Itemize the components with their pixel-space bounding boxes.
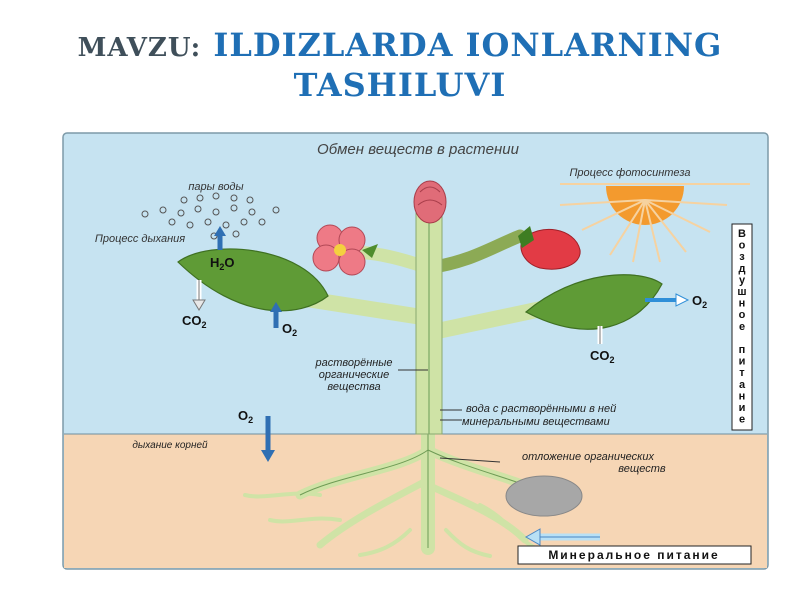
air-nutrition-letter: т — [739, 367, 745, 379]
h2o-label: H2O — [210, 255, 235, 272]
water-vapor-bubbles — [141, 192, 280, 240]
organic-label-3: вещества — [327, 381, 380, 393]
air-nutrition-letter: В — [738, 228, 746, 240]
water-minerals-label-1: вода с растворёнными в ней — [466, 403, 616, 415]
mineral-nutrition-box — [517, 545, 752, 565]
air-nutrition-box — [731, 223, 753, 431]
root-respiration-label: дыхание корней — [132, 440, 208, 451]
deposit-label-2: веществ — [618, 463, 666, 475]
o2-left-label: O2 — [282, 321, 297, 338]
title-prefix: MAVZU: — [77, 33, 202, 63]
strawberry-icon — [518, 226, 581, 270]
air-nutrition-letter: а — [739, 379, 746, 391]
air-nutrition-letter: у — [739, 274, 746, 286]
slide-title-line1: MAVZU: ILDIZLARDA IONLARNING — [0, 26, 800, 64]
photosynthesis-label: Процесс фотосинтеза — [569, 167, 690, 179]
water-vapor-label: пары воды — [188, 181, 243, 193]
air-nutrition-letter: н — [739, 298, 746, 310]
bud-icon — [413, 180, 447, 224]
co2-left-label: CO2 — [182, 313, 207, 330]
air-nutrition-letter: о — [739, 240, 746, 252]
air-nutrition-letter: о — [739, 309, 746, 321]
air-nutrition-letter: е — [739, 321, 745, 333]
organic-deposit — [505, 475, 583, 517]
slide-title-line2: TASHILUVI — [0, 66, 800, 104]
air-nutrition-letter: е — [739, 414, 745, 426]
diagram-heading: Обмен веществ в растении — [317, 141, 520, 158]
o2-right-label: O2 — [692, 293, 707, 310]
air-nutrition-letter: н — [739, 390, 746, 402]
o2-soil-label: O2 — [238, 408, 253, 425]
co2-right-label: CO2 — [590, 348, 615, 365]
organic-label-2: органические — [319, 369, 389, 381]
air-nutrition-letter: и — [739, 402, 746, 414]
sun-icon — [559, 183, 750, 263]
arrows — [192, 226, 690, 546]
mineral-nutrition-label: Минеральное питание — [548, 548, 719, 562]
water-minerals-label-2: минеральными веществами — [462, 416, 610, 428]
title-text-2: TASHILUVI — [293, 66, 507, 104]
organic-label-1: растворённые — [314, 357, 392, 369]
title-text-1: ILDIZLARDA IONLARNING — [213, 26, 723, 64]
deposit-label-1: отложение органических — [522, 451, 654, 463]
air-nutrition-letter: ш — [737, 286, 746, 298]
air-nutrition-letter: п — [739, 344, 746, 356]
respiration-label: Процесс дыхания — [95, 233, 185, 245]
air-nutrition-letter: д — [739, 263, 746, 275]
leaf-right — [524, 274, 663, 330]
air-nutrition-letter: и — [739, 356, 746, 368]
flower-icon — [312, 224, 378, 276]
air-nutrition-letter: з — [739, 251, 745, 263]
